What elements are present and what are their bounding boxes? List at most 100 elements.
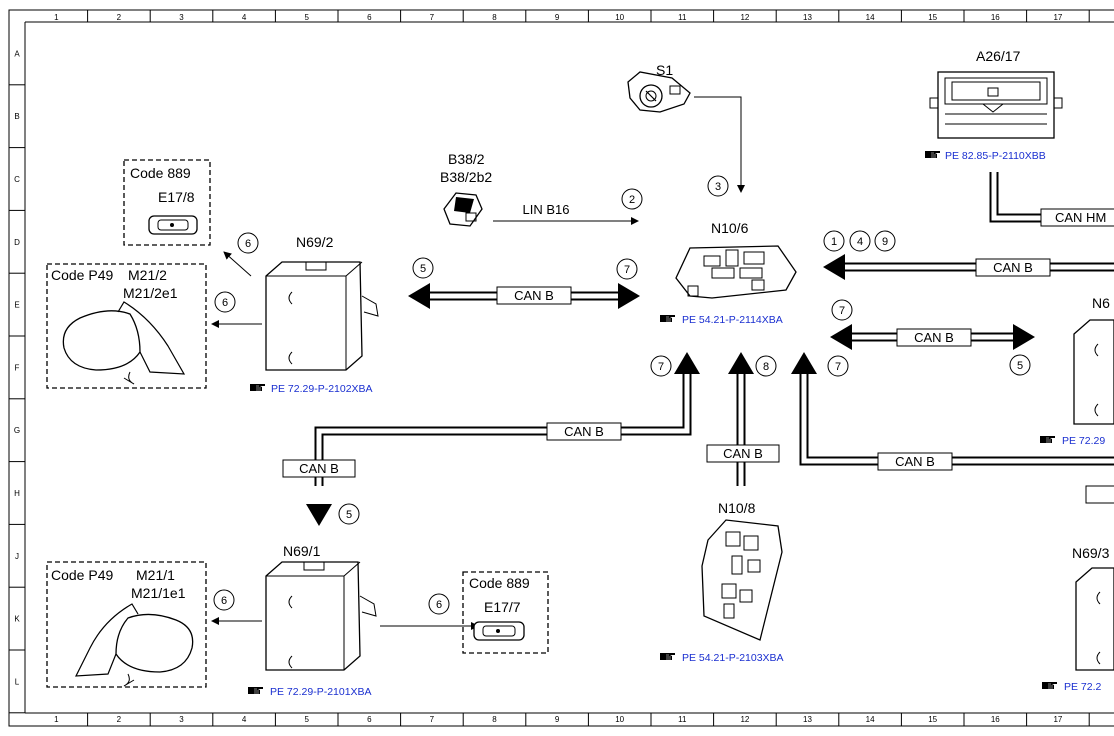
grid-column-label: 3	[179, 13, 184, 22]
grid-column-label: 12	[740, 715, 749, 724]
bus-label-can-b: CAN B	[514, 288, 554, 303]
callout-number: 7	[624, 264, 630, 276]
grid-column-label: 17	[1053, 715, 1062, 724]
m21-2-label: M21/2	[128, 267, 167, 283]
bus-label-can-b: CAN B	[299, 461, 339, 476]
callout-circle	[831, 299, 853, 321]
bus-label-can-b: CAN B	[993, 260, 1033, 275]
b38-2b2-label: B38/2b2	[440, 169, 492, 185]
grid-column-label: 5	[304, 715, 309, 724]
grid-column-label: 8	[492, 715, 497, 724]
grid-column-label: 6	[367, 13, 372, 22]
callout-circle	[213, 589, 235, 611]
sam-module-icon	[675, 245, 797, 299]
drawing-frame: 1122334455667788991010111112121313141415…	[8, 9, 1114, 727]
callout-number: 6	[222, 297, 228, 309]
ref-n69-2[interactable]: PE 72.29-P-2102XBA	[271, 383, 373, 395]
bus-label-can-hmi: CAN HM	[1055, 210, 1106, 225]
a26-17-label: A26/17	[976, 48, 1021, 64]
grid-column-label: 8	[492, 13, 497, 22]
grid-row-label: H	[14, 489, 20, 498]
grid-row-label: F	[15, 363, 20, 372]
bus-label-can-b: CAN B	[564, 424, 604, 439]
grid-column-label: 12	[740, 13, 749, 22]
n69-2-label: N69/2	[296, 234, 334, 250]
callout-circle	[428, 593, 450, 615]
hand-pointer-icon	[1041, 681, 1058, 690]
fuse-relay-module-icon	[701, 519, 783, 641]
grid-column-label: 13	[803, 715, 812, 724]
grid-column-label: 4	[242, 715, 247, 724]
grid-row-label: E	[14, 301, 19, 310]
code-p49-top-label: Code P49	[51, 267, 113, 283]
grid-column-label: 16	[991, 715, 1000, 724]
hand-pointer-icon	[249, 383, 266, 392]
callout-circle	[827, 355, 849, 377]
code-889-bottom-label: Code 889	[469, 575, 530, 591]
callout-circle	[1009, 354, 1031, 376]
callout-circle	[412, 257, 434, 279]
ref-right-bottom[interactable]: PE 72.2	[1064, 681, 1102, 693]
hand-pointer-icon	[1039, 435, 1056, 444]
callout-circle	[755, 355, 777, 377]
grid-column-label: 1	[54, 715, 59, 724]
n69-1-label: N69/1	[283, 543, 321, 559]
hand-pointer-icon	[924, 150, 941, 159]
m21-1-label: M21/1	[136, 567, 175, 583]
bus-lines	[306, 172, 1114, 526]
ref-n10-6[interactable]: PE 54.21-P-2114XBA	[682, 314, 783, 326]
head-unit-icon	[929, 71, 1063, 139]
side-mirror-right-icon	[74, 603, 194, 687]
grid-row-label: K	[14, 615, 20, 624]
grid-column-label: 2	[117, 715, 122, 724]
hand-pointer-icon	[659, 652, 676, 661]
m21-2e1-label: M21/2e1	[123, 285, 178, 301]
n10-8-label: N10/8	[718, 500, 756, 516]
grid-column-label: 2	[117, 13, 122, 22]
callout-number: 6	[245, 238, 251, 250]
grid-column-label: 15	[928, 715, 937, 724]
puddle-lamp-icon	[148, 215, 198, 235]
callout-number: 6	[221, 595, 227, 607]
option-boxes: Code 889 E17/8 Code P49 M21/2 M21/2e1 Co…	[46, 159, 549, 688]
bus-labels: CAN B CAN B CAN B CAN HM CAN B CAN B CAN…	[282, 208, 1114, 504]
hand-pointer-icon	[659, 314, 676, 323]
puddle-lamp-icon	[473, 621, 525, 641]
door-module-rear-partial-icon	[1073, 319, 1114, 425]
door-module-front-right-icon	[265, 561, 377, 671]
callout-number: 4	[857, 236, 863, 248]
grid-column-label: 14	[866, 13, 875, 22]
grid-row-label: L	[15, 677, 20, 686]
grid-column-label: 13	[803, 13, 812, 22]
ref-right-mid[interactable]: PE 72.29	[1062, 435, 1105, 447]
grid-column-ticks: 1122334455667788991010111112121313141415…	[54, 10, 1090, 726]
reference-links: PE 82.85-P-2110XBB PE 54.21-P-2114XBA PE…	[247, 150, 1105, 698]
callout-number: 5	[346, 509, 352, 521]
grid-column-label: 17	[1053, 13, 1062, 22]
callout-circle	[616, 258, 638, 280]
e17-7-label: E17/7	[484, 599, 521, 615]
m21-1e1-label: M21/1e1	[131, 585, 186, 601]
callout-number: 8	[763, 361, 769, 373]
ref-n69-1[interactable]: PE 72.29-P-2101XBA	[270, 686, 372, 698]
door-module-rear-right-partial-icon	[1075, 567, 1114, 671]
callout-circle	[338, 503, 360, 525]
grid-column-label: 5	[304, 13, 309, 22]
callout-number: 3	[715, 181, 721, 193]
callout-number: 6	[436, 599, 442, 611]
ref-a26-17[interactable]: PE 82.85-P-2110XBB	[945, 150, 1046, 162]
callout-circle	[874, 230, 896, 252]
side-mirror-left-icon	[62, 301, 186, 385]
ref-n10-8[interactable]: PE 54.21-P-2103XBA	[682, 652, 784, 664]
grid-column-label: 11	[678, 13, 687, 22]
b38-2-label: B38/2	[448, 151, 485, 167]
grid-column-label: 9	[555, 715, 560, 724]
door-module-front-left-icon	[265, 261, 379, 371]
callout-number: 1	[831, 236, 837, 248]
lin-bus-label: LIN B16	[523, 202, 570, 217]
grid-row-label: B	[14, 112, 19, 121]
bus-label-can-b: CAN B	[914, 330, 954, 345]
n10-6-label: N10/6	[711, 220, 749, 236]
bus-label-can-b: CAN B	[723, 446, 763, 461]
